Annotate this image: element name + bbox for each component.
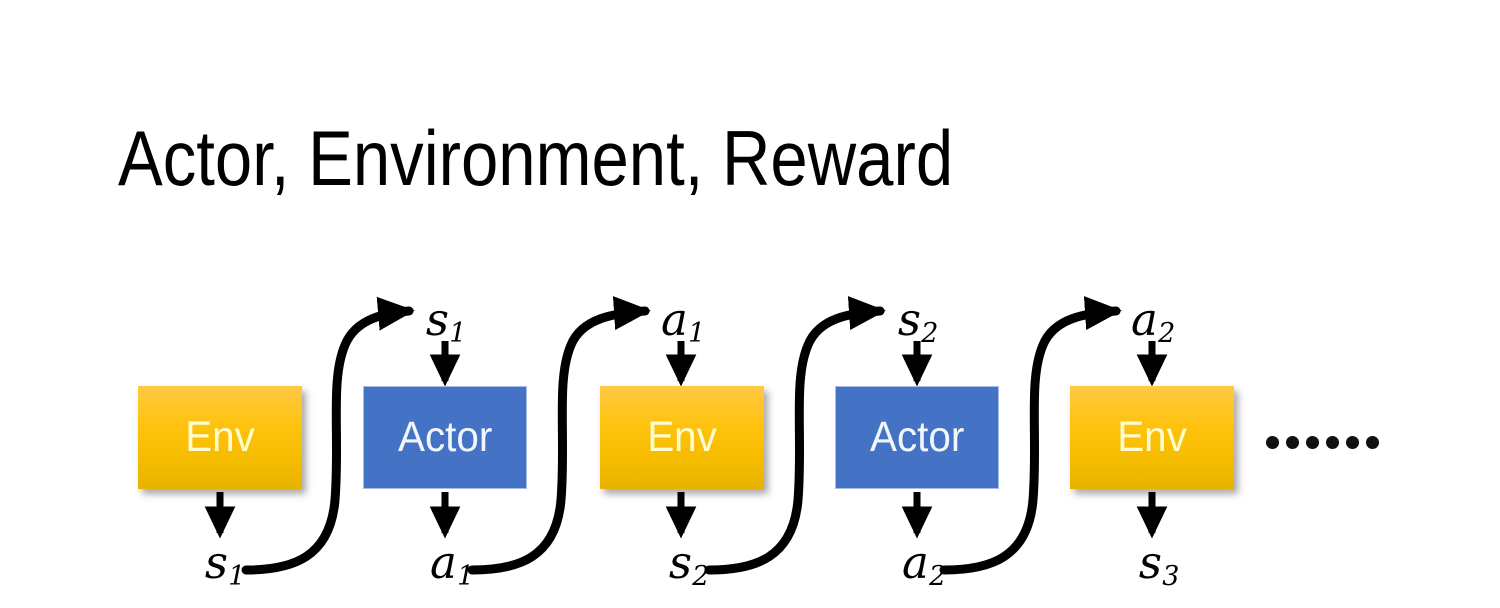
state-label-s1-bottom: s1 [205,540,246,590]
node-env-2[interactable]: Env [600,386,764,489]
label-sub: 1 [449,318,467,350]
label-base: a [429,536,457,589]
node-actor-1[interactable]: Actor [363,386,527,489]
state-label-s2-top: s2 [898,297,939,347]
node-label: Env [1117,413,1187,461]
node-env-1[interactable]: Env [138,386,302,489]
label-base: a [1130,293,1158,346]
label-base: s [897,293,921,346]
action-label-a2-bottom: a2 [902,540,946,590]
label-sub: 2 [929,561,947,593]
node-actor-2[interactable]: Actor [835,386,999,489]
ellipsis-dot [1266,436,1279,449]
node-label: Env [185,413,255,461]
ellipsis-dot [1326,436,1339,449]
label-base: s [425,293,449,346]
node-label: Actor [397,413,493,461]
label-sub: 3 [1162,561,1180,593]
node-label: Env [647,413,717,461]
node-label: Actor [869,413,965,461]
arrow-node-to-label [204,492,1168,539]
state-label-s3-bottom: s3 [1139,540,1180,590]
action-label-a2-top: a2 [1131,297,1175,347]
ellipsis-dot [1366,436,1379,449]
arrow-label-to-node [429,341,1168,387]
label-sub: 1 [688,318,706,350]
label-base: s [204,536,228,589]
label-sub: 1 [457,561,475,593]
label-sub: 2 [692,561,710,593]
label-base: a [901,536,929,589]
label-sub: 2 [1158,318,1176,350]
label-sub: 2 [921,318,939,350]
ellipsis-dot [1346,436,1359,449]
label-base: s [668,536,692,589]
page-title: Actor, Environment, Reward [118,114,954,202]
node-env-3[interactable]: Env [1070,386,1234,489]
ellipsis-dot [1306,436,1319,449]
action-label-a1-top: a1 [661,297,705,347]
action-label-a1-bottom: a1 [430,540,474,590]
ellipsis-dot [1286,436,1299,449]
label-sub: 1 [228,561,246,593]
label-base: s [1138,536,1162,589]
label-base: a [660,293,688,346]
state-label-s2-bottom: s2 [669,540,710,590]
ellipsis-icon [1266,436,1379,449]
state-label-s1-top: s1 [426,297,467,347]
